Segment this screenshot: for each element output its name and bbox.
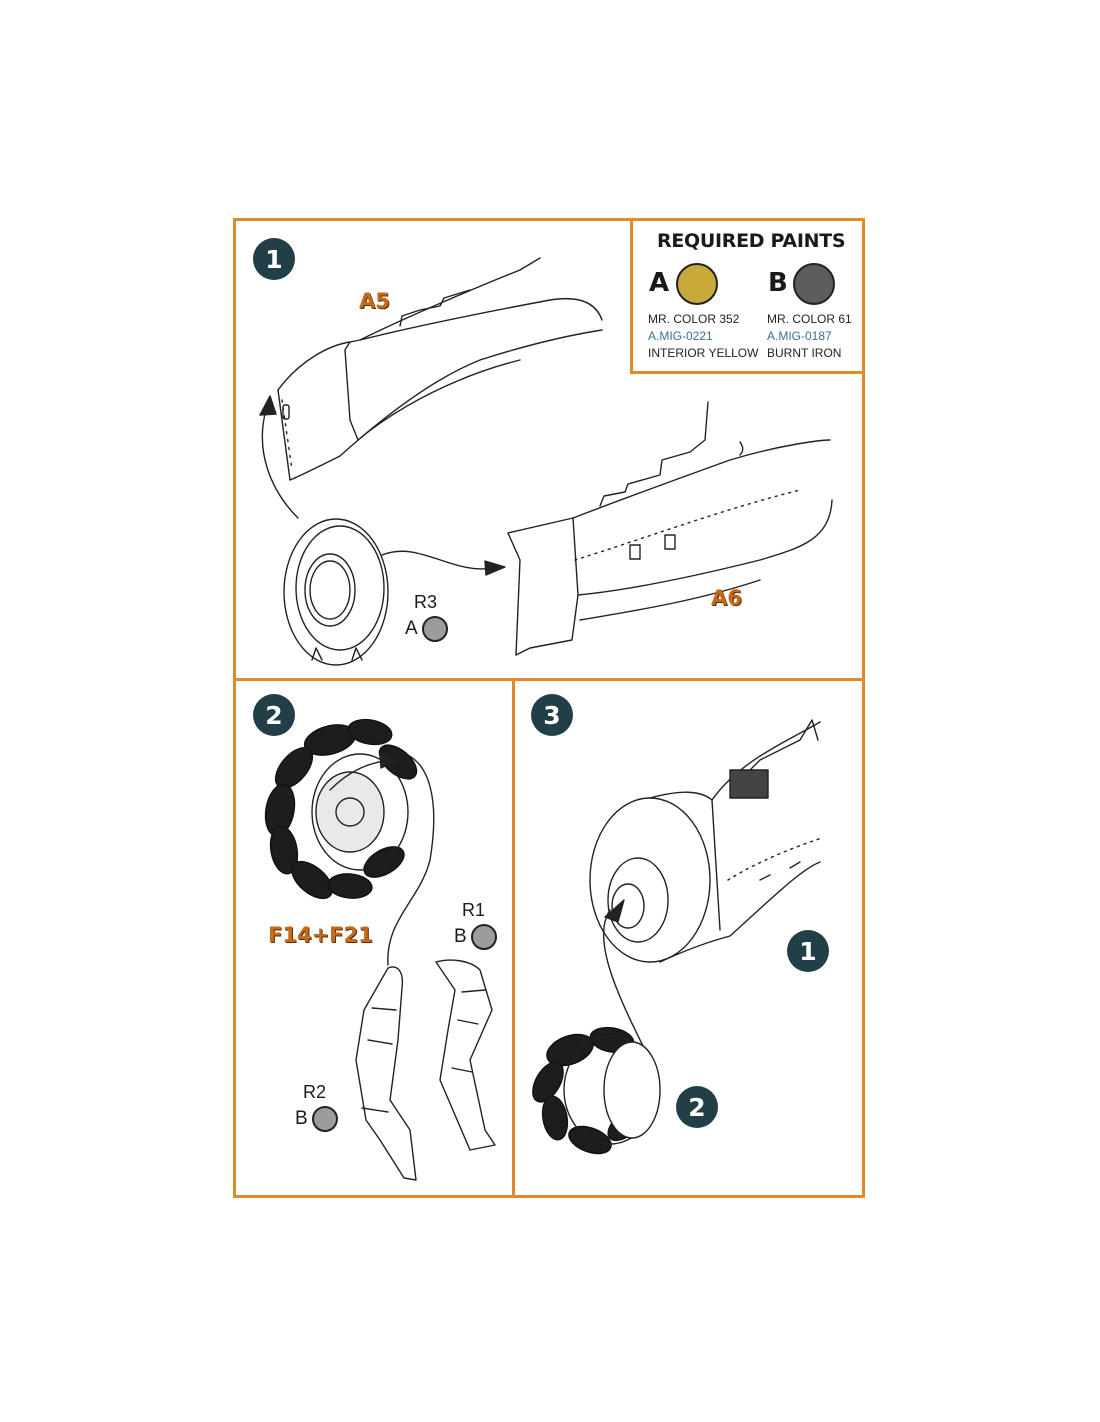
part-label-a6: A6 [711,586,742,610]
paint-a-brand: MR. COLOR 352 [648,312,740,326]
paint-a-swatch-icon [676,263,718,305]
step-3-sub-1-badge: 1 [787,930,829,972]
step-3-panel [512,678,865,1198]
paint-brush-icon [471,924,497,950]
paint-tag-r2: B [295,1108,308,1129]
paint-tag-r3: A [405,618,418,639]
step-2-badge: 2 [253,694,295,736]
paint-brush-icon [422,616,448,642]
step-3-badge: 3 [531,694,573,736]
paint-b-letter: B [768,268,788,298]
paint-tag-r1: B [454,926,467,947]
required-paints-title: REQUIRED PAINTS [657,230,846,252]
paint-b-code: A.MIG-0187 [767,329,832,343]
paint-b-name: BURNT IRON [767,346,842,360]
paint-a-letter: A [649,268,670,298]
required-paints-box [630,218,865,374]
ref-r1: R1 [462,900,486,920]
part-label-a5: A5 [359,289,390,313]
paint-b-brand: MR. COLOR 61 [767,312,852,326]
ref-r2: R2 [303,1082,327,1102]
part-label-f14-f21: F14+F21 [268,923,373,947]
step-3-sub-2-badge: 2 [676,1086,718,1128]
paint-a-code: A.MIG-0221 [648,329,713,343]
paint-b-swatch-icon [793,263,835,305]
step-1-badge: 1 [253,238,295,280]
paint-brush-icon [312,1106,338,1132]
paint-a-name: INTERIOR YELLOW [648,346,759,360]
ref-r3: R3 [414,592,438,612]
